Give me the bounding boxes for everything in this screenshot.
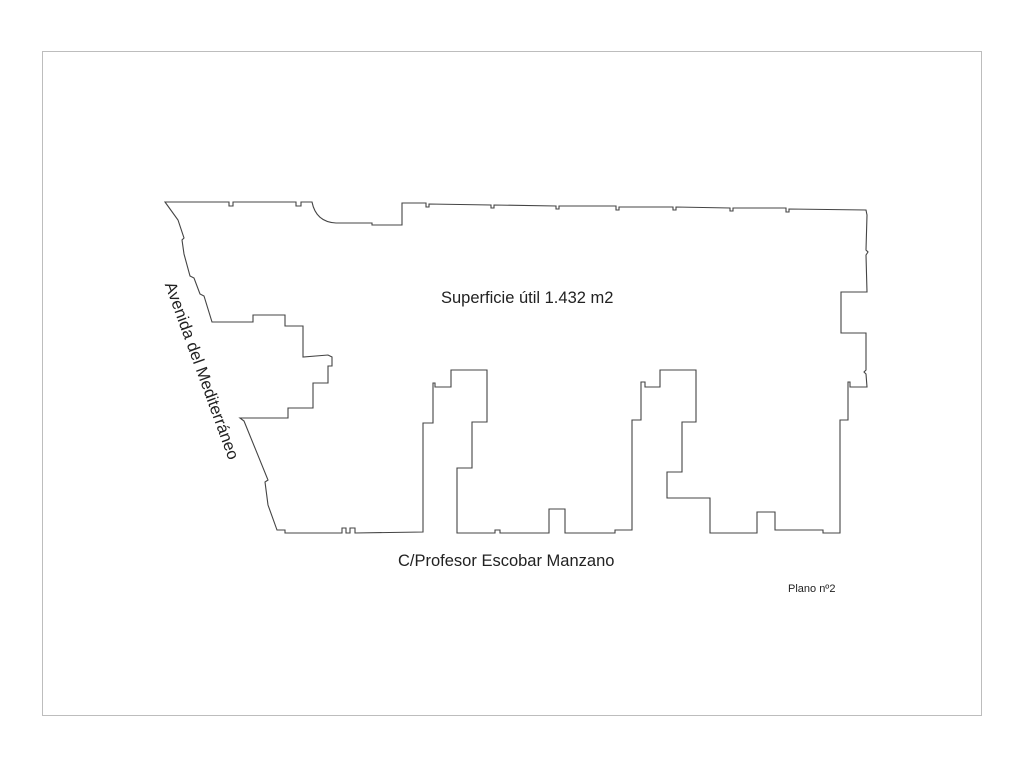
sheet-border bbox=[42, 51, 982, 716]
plan-number-label: Plano nº2 bbox=[788, 583, 836, 595]
area-label: Superficie útil 1.432 m2 bbox=[441, 289, 614, 307]
street-label: C/Profesor Escobar Manzano bbox=[398, 552, 615, 570]
floor-plan-outline bbox=[163, 201, 869, 534]
